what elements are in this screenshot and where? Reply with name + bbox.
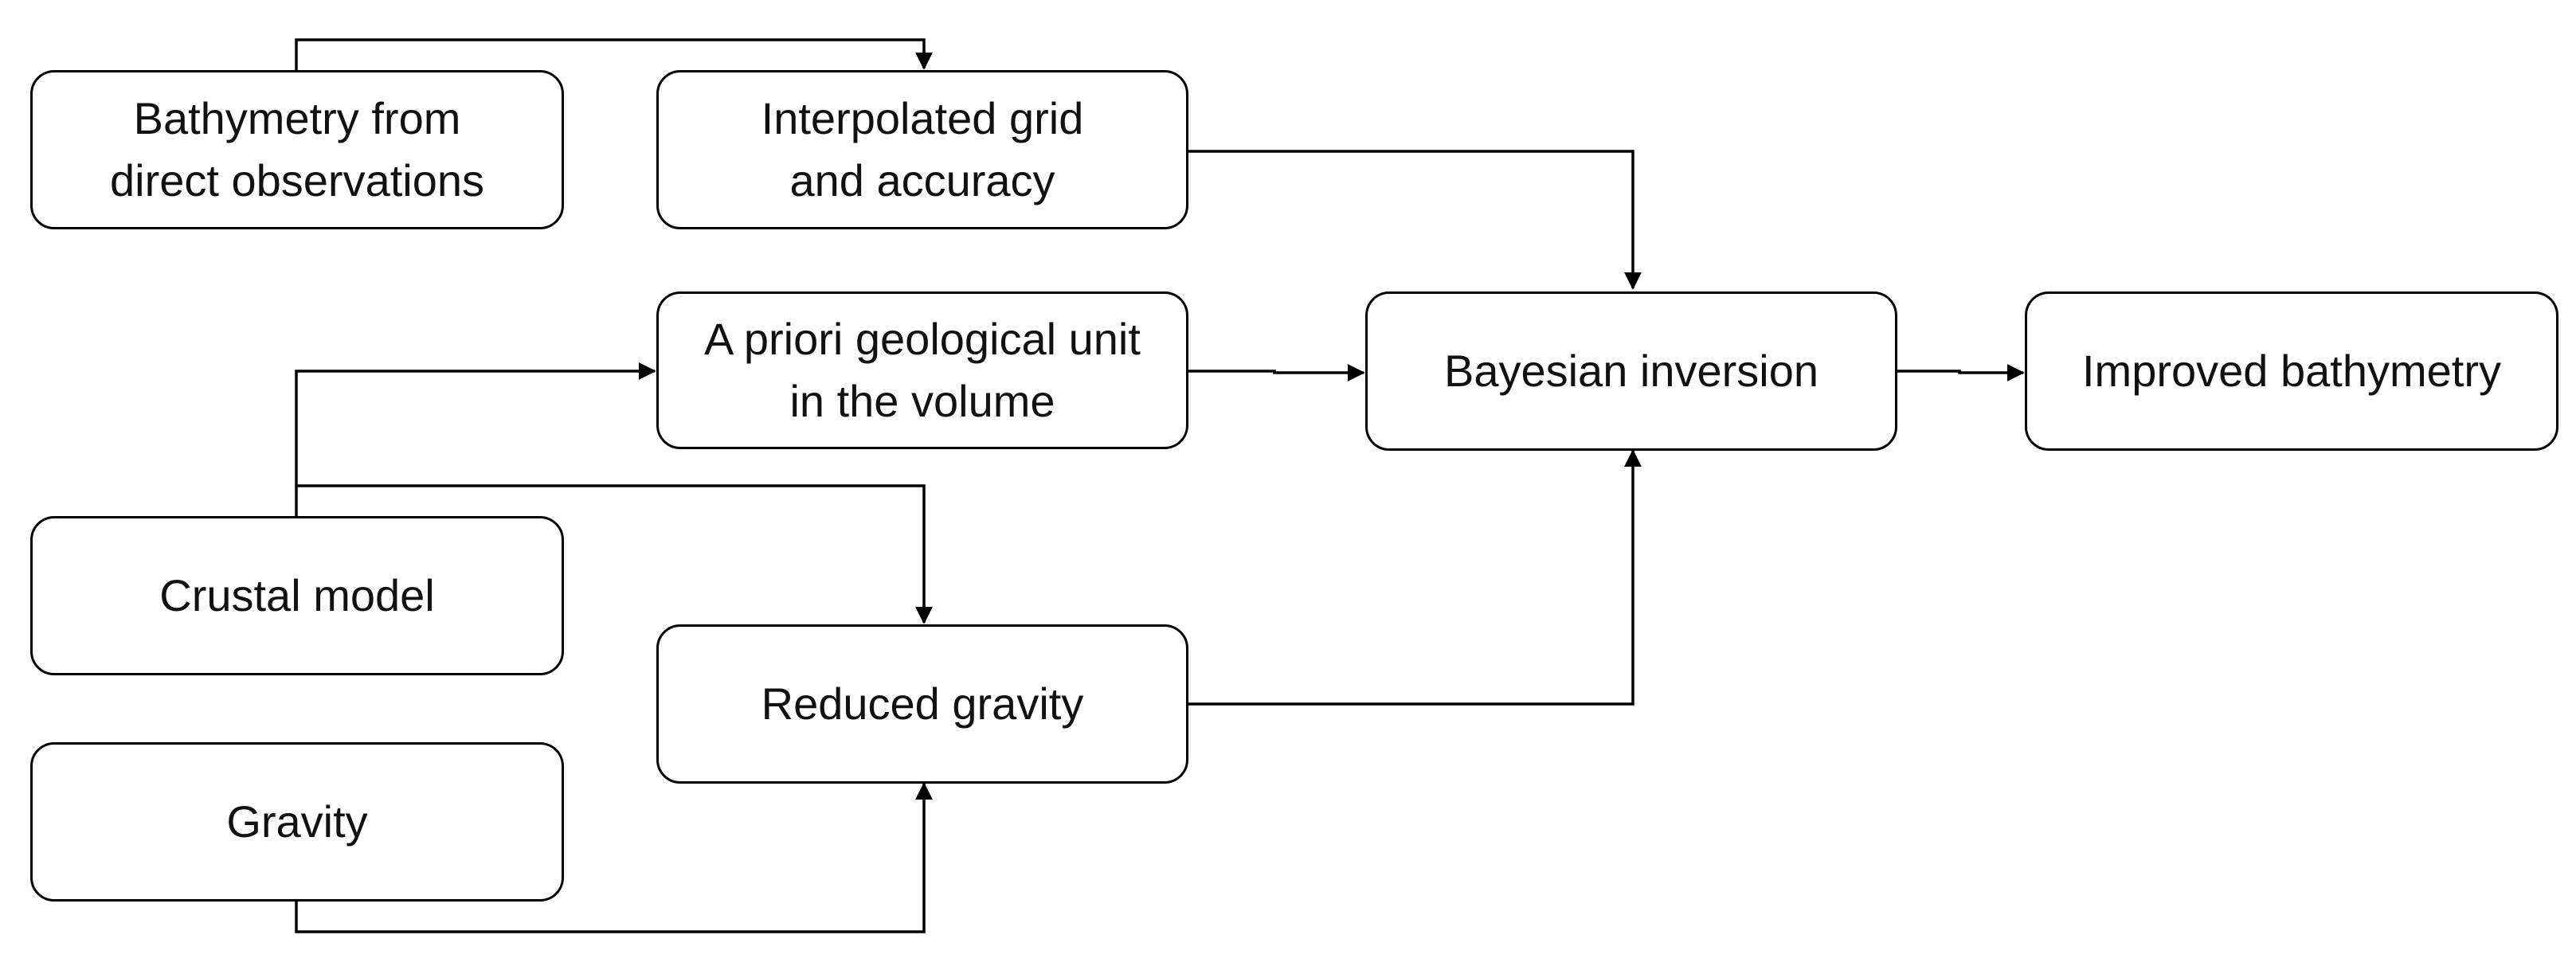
a-priori-unit-line-1: A priori geological unit [704, 314, 1141, 364]
improved-bathymetry-label: Improved bathymetry [2082, 346, 2501, 396]
edge-crustal-model-to-a-priori-unit [295, 362, 656, 516]
edge-bayesian-inversion-to-improved-bathymetry [1897, 364, 2025, 381]
bathymetry-direct-line-2: direct observations [109, 155, 484, 205]
bathymetry-direct-line-1: Bathymetry from [133, 93, 461, 143]
edge-gravity-to-reduced-gravity [295, 782, 933, 933]
interpolated-grid-box: Interpolated grid and accuracy [656, 70, 1188, 229]
bathymetry-direct-observations-box: Bathymetry from direct observations [30, 70, 564, 229]
edge-reduced-gravity-to-bayesian-inversion [1188, 449, 1642, 706]
bayesian-inversion-box: Bayesian inversion [1365, 291, 1897, 451]
crustal-model-label: Crustal model [159, 570, 435, 620]
improved-bathymetry-box: Improved bathymetry [2025, 291, 2558, 451]
reduced-gravity-box: Reduced gravity [656, 624, 1188, 784]
edge-interpolated-grid-to-bayesian-inversion [1188, 150, 1642, 290]
a-priori-unit-line-2: in the volume [789, 376, 1055, 426]
a-priori-geological-unit-box: A priori geological unit in the volume [656, 291, 1188, 449]
edge-crustal-model-to-reduced-gravity [296, 484, 933, 624]
edge-a-priori-unit-to-bayesian-inversion [1188, 364, 1365, 381]
gravity-box: Gravity [30, 742, 564, 902]
interpolated-grid-line-2: and accuracy [789, 155, 1055, 205]
interpolated-grid-line-1: Interpolated grid [761, 93, 1084, 143]
edge-bathymetry-to-interpolated-grid [295, 38, 933, 70]
crustal-model-box: Crustal model [30, 516, 564, 675]
bayesian-inversion-label: Bayesian inversion [1443, 346, 1819, 396]
gravity-label: Gravity [226, 796, 368, 847]
reduced-gravity-label: Reduced gravity [761, 679, 1084, 729]
